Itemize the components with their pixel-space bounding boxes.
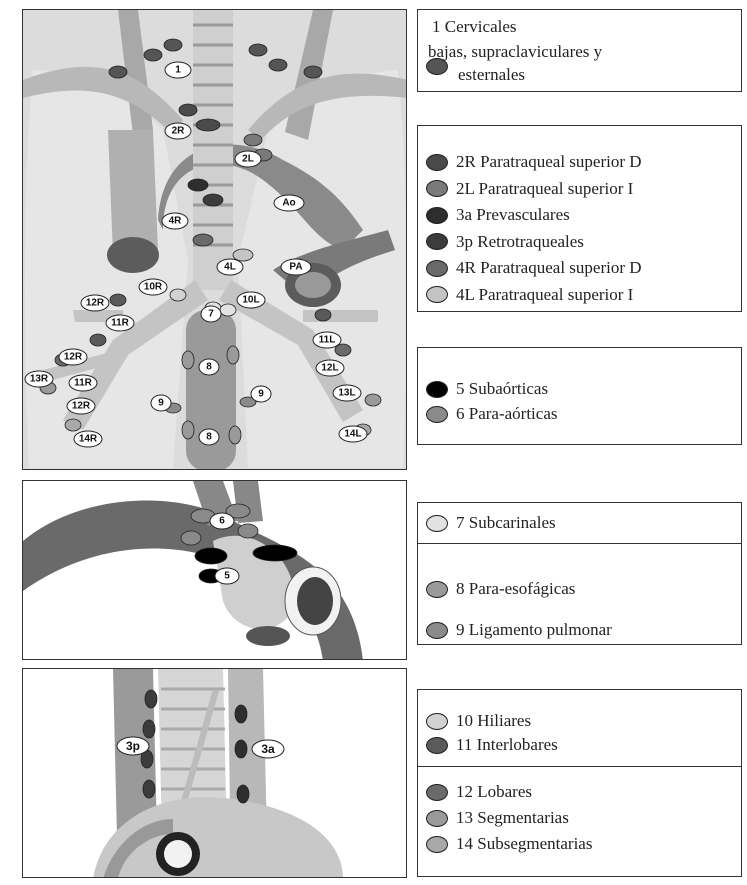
legend-swatch	[426, 581, 448, 598]
label-2L: 2L	[242, 154, 254, 165]
legend-group-2-item: 2R Paratraqueal superior D	[426, 151, 642, 173]
label-14L: 14L	[344, 429, 361, 440]
legend-label: 12 Lobares	[456, 781, 532, 803]
label-4R: 4R	[169, 216, 183, 227]
label-6: 6	[219, 516, 225, 527]
legend-group-5b-item: 13 Segmentarias	[426, 807, 569, 829]
legend-group-1: 1 Cervicales bajas, supraclaviculares y …	[417, 9, 742, 92]
legend-group-4: 7 Subcarinales 8 Para-esofágicas 9 Ligame…	[417, 502, 742, 645]
legend-swatch	[426, 260, 448, 277]
legend-group-5a-item: 11 Interlobares	[426, 734, 558, 756]
legend-label: 10 Hiliares	[456, 710, 531, 732]
legend-item-1-line1: 1 Cervicales	[432, 15, 517, 38]
label-9-left: 9	[158, 398, 164, 409]
legend-label: 3a Prevasculares	[456, 204, 570, 226]
lateral-view-illustration: 3p 3a	[23, 669, 407, 878]
legend-group-2-item: 2L Paratraqueal superior I	[426, 178, 633, 200]
legend-swatch	[426, 810, 448, 827]
legend-item-1: 1 Cervicales	[432, 15, 517, 38]
mediastinum-front-view-illustration: 1 2R 2L 4R Ao 4L PA 10R 10L 7 12R 11R 12…	[23, 10, 407, 470]
label-12R-middle: 12R	[64, 352, 83, 363]
aortic-arch-illustration: 6 5	[23, 481, 407, 660]
legend-swatch	[426, 381, 448, 398]
legend-label: 7 Subcarinales	[456, 512, 556, 534]
label-12R-lower: 12R	[72, 401, 91, 412]
legend-group-3-item: 6 Para-aórticas	[426, 403, 557, 425]
legend-group-4a-item: 7 Subcarinales	[426, 512, 556, 534]
label-9-right: 9	[258, 389, 264, 400]
legend-label: 2L Paratraqueal superior I	[456, 178, 633, 200]
legend-group-4b-item: 9 Ligamento pulmonar	[426, 619, 612, 641]
legend-swatch	[426, 286, 448, 303]
label-8-lower: 8	[206, 432, 212, 443]
legend-swatch	[426, 154, 448, 171]
label-11R-upper: 11R	[111, 318, 130, 329]
legend-item-1-line3: esternales	[428, 63, 602, 86]
legend-group-5b-item: 14 Subsegmentarias	[426, 833, 592, 855]
legend-label: 3p Retrotraqueales	[456, 231, 584, 253]
legend-label: 4L Paratraqueal superior I	[456, 284, 633, 306]
legend-swatch	[426, 713, 448, 730]
legend-group-5b-item: 12 Lobares	[426, 781, 532, 803]
label-11L: 11L	[319, 335, 336, 346]
legend-item-1-line2: bajas, supraclaviculares y	[428, 40, 602, 63]
label-10L: 10L	[242, 295, 259, 306]
label-8-upper: 8	[206, 362, 212, 373]
label-3a: 3a	[261, 742, 275, 756]
label-13R: 13R	[30, 374, 49, 385]
legend-label: 11 Interlobares	[456, 734, 558, 756]
lateral-view-panel: 3p 3a	[22, 668, 407, 878]
legend-item-1-cont: bajas, supraclaviculares y esternales	[428, 40, 602, 86]
legend-label: 6 Para-aórticas	[456, 403, 557, 425]
legend-group-2-item: 4R Paratraqueal superior D	[426, 257, 642, 279]
legend-swatch	[426, 406, 448, 423]
legend-label: 14 Subsegmentarias	[456, 833, 592, 855]
mediastinum-front-view-panel: 1 2R 2L 4R Ao 4L PA 10R 10L 7 12R 11R 12…	[22, 9, 407, 470]
label-4L: 4L	[224, 262, 236, 273]
legend-group-5a-item: 10 Hiliares	[426, 710, 531, 732]
legend-label: 2R Paratraqueal superior D	[456, 151, 642, 173]
label-14R: 14R	[79, 434, 98, 445]
legend-label: 5 Subaórticas	[456, 378, 548, 400]
label-3p: 3p	[126, 739, 140, 753]
legend-swatch	[426, 180, 448, 197]
label-PA: PA	[289, 262, 302, 273]
legend-label: 8 Para-esofágicas	[456, 578, 575, 600]
legend-group-2: 2R Paratraqueal superior D 2L Paratraquea…	[417, 125, 742, 312]
legend-label: 9 Ligamento pulmonar	[456, 619, 612, 641]
legend-label: 4R Paratraqueal superior D	[456, 257, 642, 279]
legend-group-3-item: 5 Subaórticas	[426, 378, 548, 400]
legend-label: 13 Segmentarias	[456, 807, 569, 829]
legend-group-4b-item: 8 Para-esofágicas	[426, 578, 575, 600]
label-12L: 12L	[321, 363, 338, 374]
label-2R: 2R	[172, 126, 186, 137]
legend-swatch	[426, 207, 448, 224]
legend-group-2-item: 3a Prevasculares	[426, 204, 570, 226]
legend-swatch	[426, 784, 448, 801]
legend-group-2-item: 3p Retrotraqueales	[426, 231, 584, 253]
label-7: 7	[208, 309, 214, 320]
label-1: 1	[175, 65, 181, 76]
aortic-arch-panel: 6 5	[22, 480, 407, 660]
legend-swatch	[426, 836, 448, 853]
label-11R-lower: 11R	[74, 378, 93, 389]
label-10R: 10R	[144, 282, 163, 293]
legend-swatch	[426, 233, 448, 250]
legend-swatch	[426, 515, 448, 532]
label-12R-upper: 12R	[86, 298, 105, 309]
legend-swatch	[426, 622, 448, 639]
legend-group-2-item: 4L Paratraqueal superior I	[426, 284, 633, 306]
label-13L: 13L	[338, 388, 355, 399]
legend-swatch	[426, 737, 448, 754]
label-5: 5	[224, 571, 230, 582]
label-Ao: Ao	[282, 198, 295, 209]
legend-group-3: 5 Subaórticas 6 Para-aórticas	[417, 347, 742, 445]
